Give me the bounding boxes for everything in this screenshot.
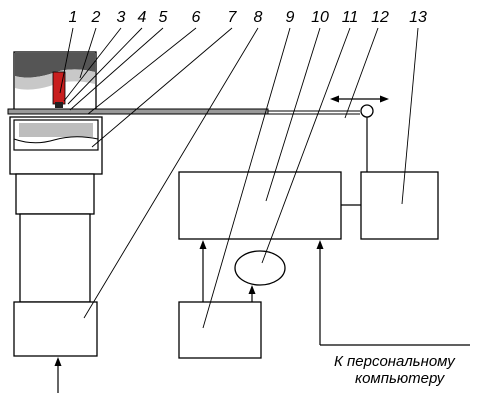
callout-13: 13: [409, 9, 427, 26]
leader-lines: [59, 27, 419, 329]
callout-10: 10: [311, 9, 329, 26]
callout-numbers: 1 2 3 4 5 6 7 8 9 10 11 12 13: [69, 9, 427, 26]
callout-11: 11: [342, 9, 359, 26]
callout-12: 12: [371, 9, 389, 26]
clamp-gray-pad: [19, 123, 93, 137]
block-13: [360, 171, 439, 240]
callout-9: 9: [286, 9, 295, 26]
callout-1: 1: [69, 9, 78, 26]
callout-2: 2: [91, 9, 101, 26]
bottom-block: [13, 301, 98, 357]
callout-8: 8: [254, 9, 263, 26]
clamp-wave: [13, 136, 99, 144]
block-main: [178, 171, 342, 240]
callout-5: 5: [159, 9, 168, 26]
rod: [7, 108, 269, 115]
callout-3: 3: [117, 9, 126, 26]
apparatus-assembly: [7, 51, 389, 393]
caption-line-2: компьютеру: [355, 370, 446, 387]
upper-drum-shade: [15, 53, 95, 78]
callout-6: 6: [192, 9, 201, 26]
arrow-left-head: [330, 95, 339, 103]
column-segment-1: [15, 173, 95, 215]
rod-pivot: [360, 104, 374, 118]
callout-4: 4: [138, 9, 147, 26]
electronics-blocks: [178, 117, 470, 359]
block-9: [178, 301, 262, 359]
sensor-oval: [234, 250, 286, 286]
column-segment-2: [19, 213, 91, 303]
pc-arrow-up-head: [316, 240, 324, 249]
caption-line-1: К персональному: [334, 353, 456, 370]
input-arrow-head: [54, 357, 62, 366]
arrow-right-head: [380, 95, 389, 103]
arrow-9-head: [199, 240, 207, 249]
callout-7: 7: [228, 9, 238, 26]
arrow-oval-head: [248, 285, 256, 294]
sample-tip: [55, 102, 63, 108]
